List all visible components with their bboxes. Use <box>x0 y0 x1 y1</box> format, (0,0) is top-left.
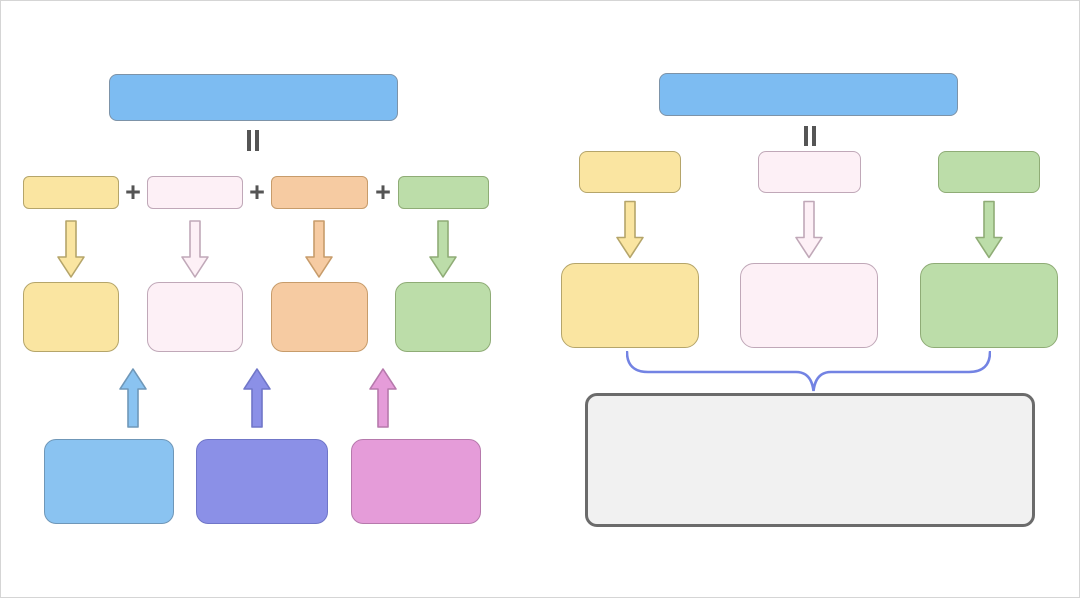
equals-bar <box>812 126 816 146</box>
equals-bar <box>804 126 808 146</box>
plus-operator: + <box>375 177 391 207</box>
arrow-shape <box>181 220 209 278</box>
arrow-shape <box>119 368 147 428</box>
right-detail-box <box>740 263 878 348</box>
up-arrow-icon <box>119 368 147 428</box>
left-component-box <box>395 282 491 352</box>
right-result-box <box>585 393 1035 527</box>
equals-bar <box>255 130 259 151</box>
down-arrow-icon <box>429 220 457 278</box>
rotated-equals-icon <box>804 126 816 146</box>
left-sum-term-box <box>147 176 243 209</box>
right-part-box <box>938 151 1040 193</box>
right-title-box <box>659 73 958 116</box>
arrow-shape <box>305 220 333 278</box>
curly-brace-icon <box>626 351 991 392</box>
brace-shape <box>626 351 991 392</box>
arrow-shape <box>243 368 271 428</box>
arrow-shape <box>369 368 397 428</box>
left-sum-term-box <box>271 176 368 209</box>
arrow-shape <box>795 200 823 259</box>
arrow-shape <box>616 200 644 259</box>
right-detail-box <box>561 263 699 348</box>
left-sum-term-box <box>23 176 119 209</box>
right-part-box <box>758 151 861 193</box>
equals-bar <box>247 130 251 151</box>
down-arrow-icon <box>181 220 209 278</box>
right-detail-box <box>920 263 1058 348</box>
left-sum-term-box <box>398 176 489 209</box>
left-component-box <box>271 282 368 352</box>
plus-operator: + <box>249 177 265 207</box>
plus-operator: + <box>125 177 141 207</box>
down-arrow-icon <box>795 200 823 259</box>
left-source-box <box>44 439 174 524</box>
down-arrow-icon <box>305 220 333 278</box>
down-arrow-icon <box>975 200 1003 259</box>
down-arrow-icon <box>616 200 644 259</box>
right-part-box <box>579 151 681 193</box>
left-source-box <box>196 439 328 524</box>
left-component-box <box>147 282 243 352</box>
down-arrow-icon <box>57 220 85 278</box>
left-source-box <box>351 439 481 524</box>
rotated-equals-icon <box>247 130 259 151</box>
left-component-box <box>23 282 119 352</box>
up-arrow-icon <box>243 368 271 428</box>
arrow-shape <box>429 220 457 278</box>
up-arrow-icon <box>369 368 397 428</box>
left-title-box <box>109 74 398 121</box>
arrow-shape <box>975 200 1003 259</box>
arrow-shape <box>57 220 85 278</box>
